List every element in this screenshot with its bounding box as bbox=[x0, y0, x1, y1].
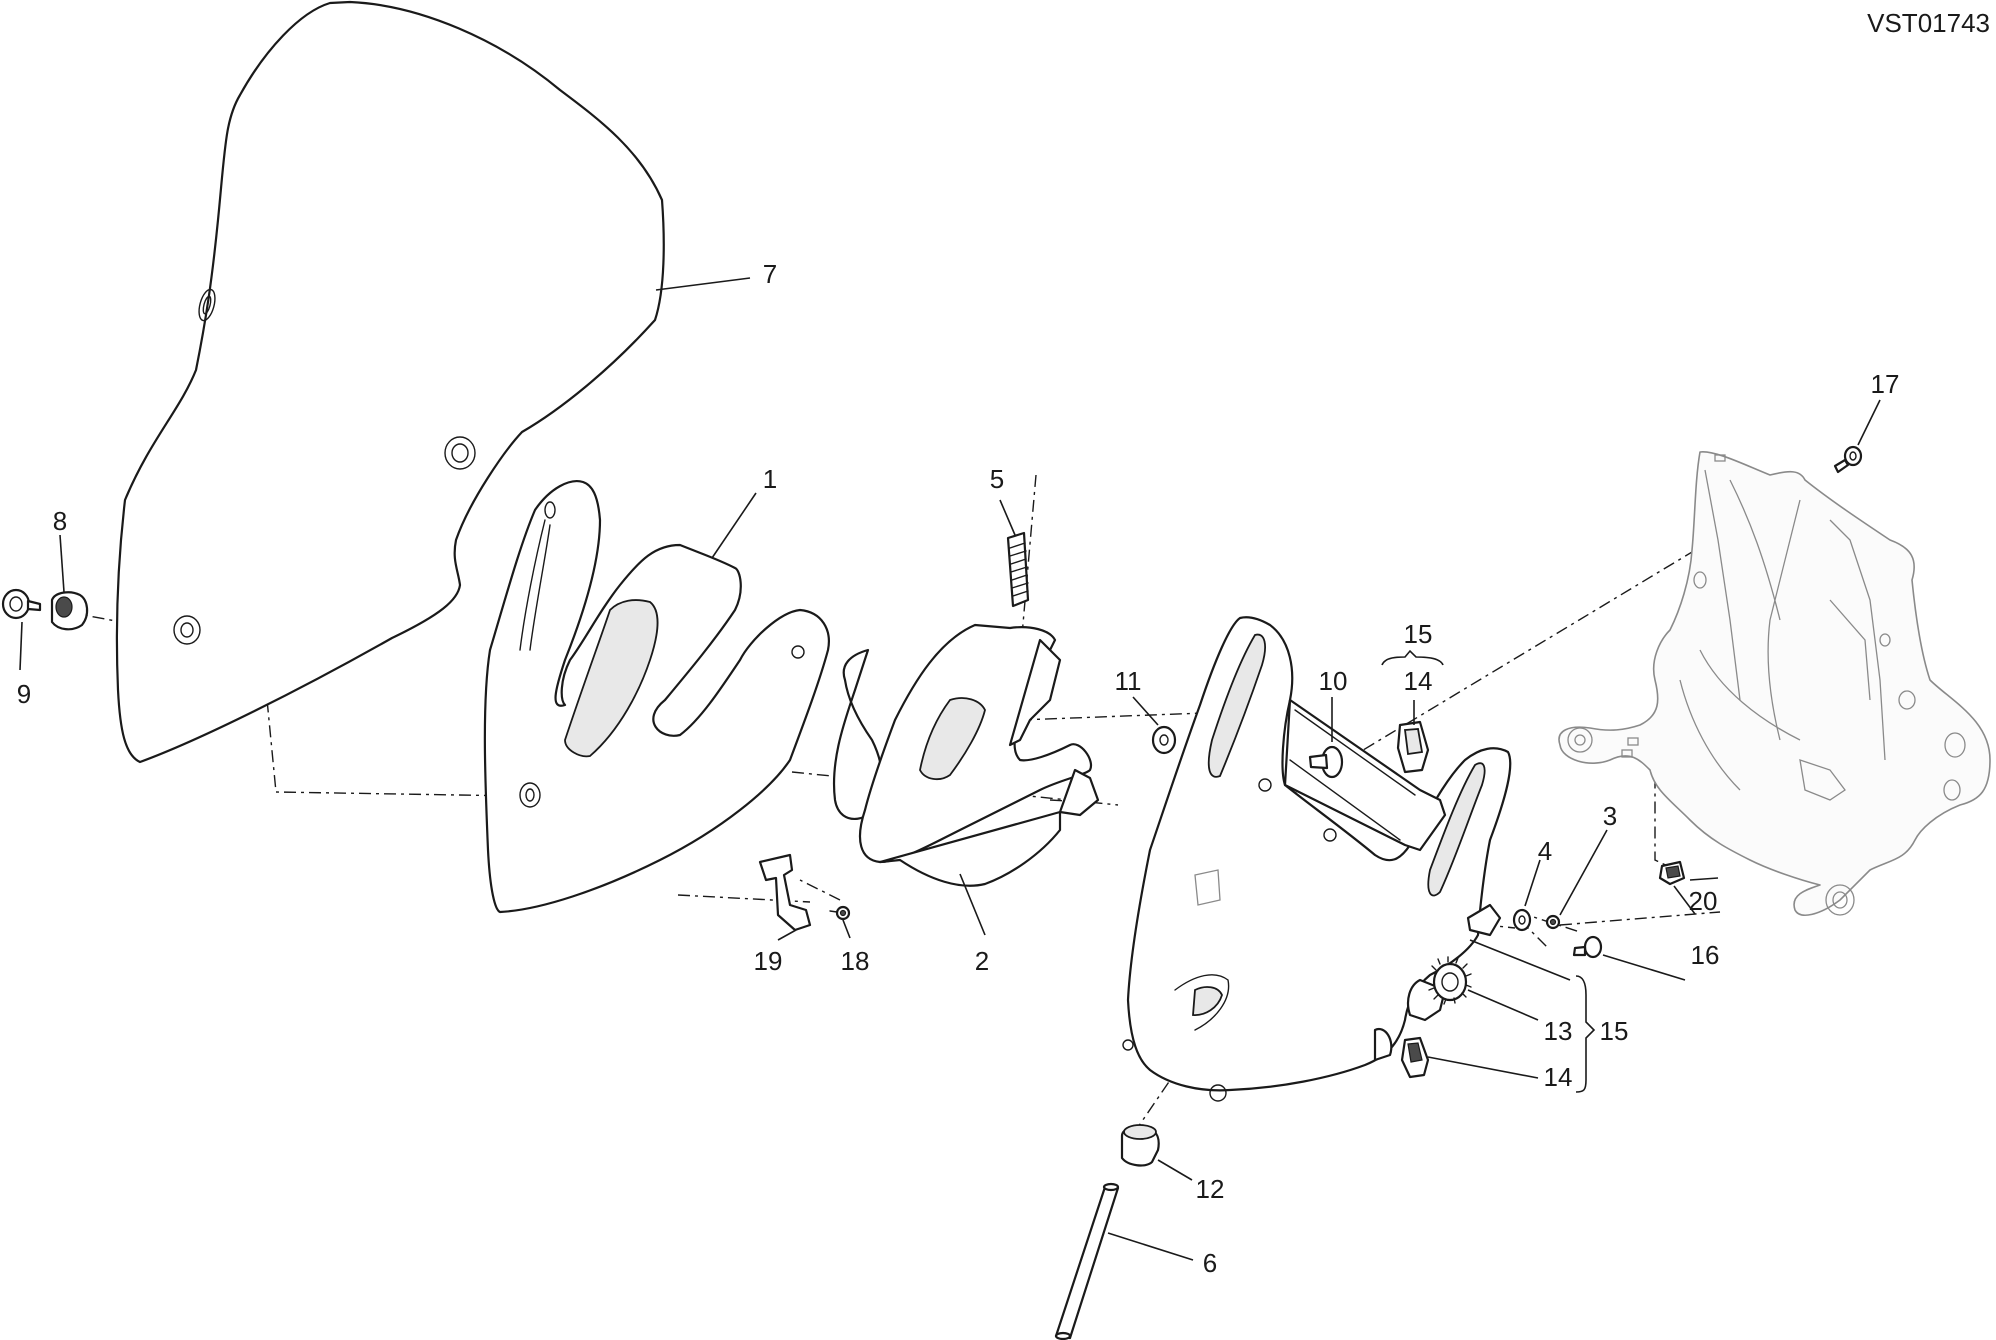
windscreen-part bbox=[115, 0, 665, 764]
callout-1: 1 bbox=[763, 464, 777, 494]
grommet-8 bbox=[50, 591, 89, 631]
washer-11 bbox=[1151, 725, 1177, 755]
screw-10 bbox=[1308, 745, 1344, 779]
callout-11: 11 bbox=[1115, 666, 1142, 696]
bush-part bbox=[1120, 1124, 1160, 1167]
screw-18 bbox=[829, 905, 851, 921]
callout-2: 2 bbox=[975, 946, 989, 976]
screw-16 bbox=[1572, 935, 1603, 959]
callout-4: 4 bbox=[1538, 836, 1552, 866]
screw-9 bbox=[1, 588, 42, 620]
main-support-part bbox=[1122, 616, 1512, 1102]
callout-labels: 7 1 5 8 9 19 18 2 11 10 15 14 4 3 17 20 … bbox=[17, 259, 1900, 1278]
callout-9: 9 bbox=[17, 679, 31, 709]
inner-panel-part bbox=[483, 480, 830, 914]
clip-19 bbox=[758, 853, 812, 932]
clip-nut-20 bbox=[1658, 860, 1686, 886]
callout-12: 12 bbox=[1196, 1174, 1225, 1204]
callout-8: 8 bbox=[53, 506, 67, 536]
callout-15-top: 15 bbox=[1404, 619, 1433, 649]
callout-14-top: 14 bbox=[1404, 666, 1433, 696]
washer-4 bbox=[1512, 908, 1532, 932]
clip-nut-14-bottom bbox=[1400, 1036, 1430, 1079]
callout-3: 3 bbox=[1603, 801, 1617, 831]
support-frame bbox=[1558, 451, 1991, 916]
callout-7: 7 bbox=[763, 259, 777, 289]
screw-17 bbox=[1833, 445, 1863, 474]
callout-14-bottom: 14 bbox=[1544, 1062, 1573, 1092]
spring-part bbox=[1006, 531, 1030, 608]
drawing-code: VST01743 bbox=[1867, 8, 1990, 38]
callout-15-right: 15 bbox=[1600, 1016, 1629, 1046]
nut-3 bbox=[1545, 914, 1561, 930]
callout-10: 10 bbox=[1319, 666, 1348, 696]
leader-lines bbox=[19, 277, 1881, 1261]
knob-13 bbox=[1428, 956, 1472, 1005]
callout-16: 16 bbox=[1691, 940, 1720, 970]
callout-20: 20 bbox=[1689, 886, 1718, 916]
callout-5: 5 bbox=[990, 464, 1004, 494]
centre-bracket-part bbox=[833, 623, 1100, 887]
clip-nut-14-top bbox=[1396, 720, 1430, 774]
callout-19: 19 bbox=[754, 946, 783, 976]
callout-6: 6 bbox=[1203, 1248, 1217, 1278]
callout-17: 17 bbox=[1871, 369, 1900, 399]
callout-13: 13 bbox=[1544, 1016, 1573, 1046]
pin-part bbox=[1054, 1182, 1120, 1340]
callout-18: 18 bbox=[841, 946, 870, 976]
